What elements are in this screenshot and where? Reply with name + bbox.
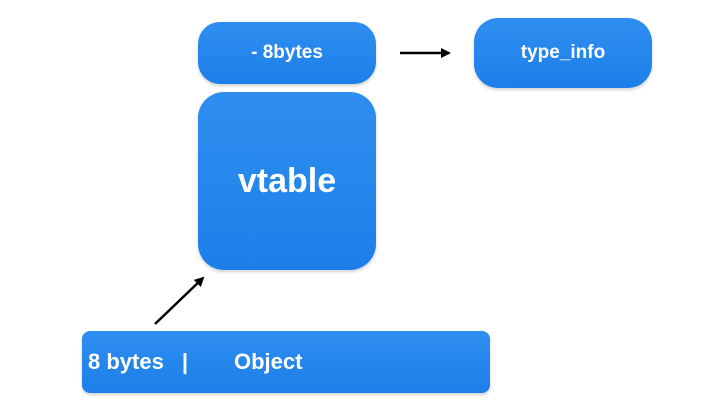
vtable-box-label: vtable (237, 161, 337, 200)
arrow-object-to-vtable (154, 276, 205, 325)
object-size-label: 8 bytes (88, 349, 164, 374)
offset-box-label: - 8bytes (251, 42, 323, 63)
vtable-box: vtable (198, 92, 376, 270)
offset-box: - 8bytes (198, 22, 376, 84)
type-info-box: type_info (474, 18, 652, 88)
object-separator: | (181, 349, 188, 374)
object-box: 8 bytes | Object (82, 331, 490, 393)
object-name-label: Object (233, 349, 303, 374)
type-info-box-label: type_info (520, 42, 606, 63)
